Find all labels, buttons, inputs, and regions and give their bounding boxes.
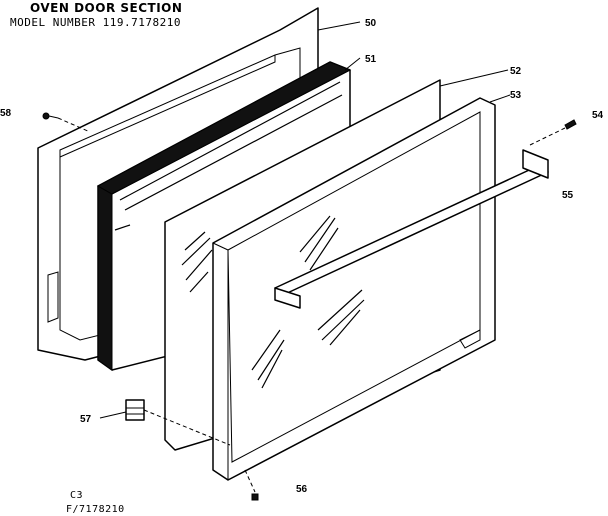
- leader-line: [317, 21, 361, 31]
- assembly-line: [529, 127, 566, 146]
- leader-line: [99, 411, 127, 419]
- diagram-title: OVEN DOOR SECTION: [30, 1, 182, 15]
- footer-code: C3: [70, 490, 83, 501]
- leader-line: [489, 94, 511, 103]
- leader-line: [344, 57, 361, 71]
- assembly-line: [57, 117, 91, 133]
- callout-54: 54: [592, 110, 604, 121]
- callout-50: 50: [365, 18, 377, 29]
- callout-55: 55: [562, 190, 574, 201]
- part-58-screw: [42, 112, 59, 120]
- model-number: MODEL NUMBER 119.7178210: [10, 16, 181, 29]
- callout-52: 52: [510, 66, 522, 77]
- part-57-clip: [125, 399, 145, 421]
- callout-51: 51: [365, 54, 377, 65]
- callout-58: 58: [0, 108, 12, 119]
- callout-53: 53: [510, 90, 522, 101]
- part-55-handle: [274, 149, 549, 309]
- leader-line: [439, 69, 509, 87]
- assembly-line: [244, 469, 256, 493]
- footer-drawing-number: F/7178210: [66, 504, 125, 515]
- part-56-screw: [251, 493, 259, 501]
- assembly-line: [143, 409, 231, 446]
- part-54-screw: [564, 119, 577, 130]
- part-53-door-frame: [212, 97, 496, 481]
- callout-56: 56: [296, 484, 308, 495]
- callout-57: 57: [80, 414, 92, 425]
